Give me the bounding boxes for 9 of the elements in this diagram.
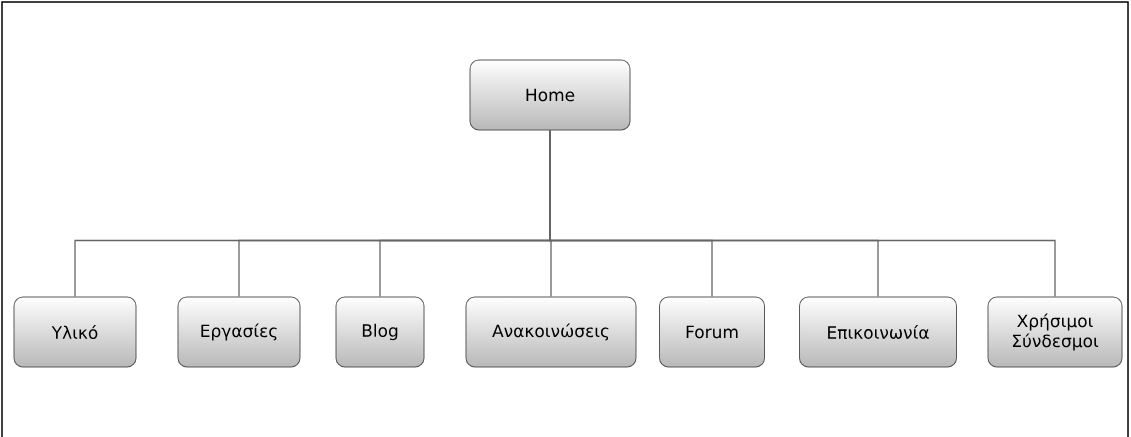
page-box: Επικοινωνία (799, 296, 957, 368)
page-box: Χρήσιμοι Σύνδεσμοι (987, 296, 1123, 368)
page-box: Υλικό (13, 296, 137, 368)
page-box: Forum (659, 296, 765, 368)
page-box: Home (469, 59, 631, 131)
page-box: Blog (335, 296, 425, 368)
page-box: Ανακοινώσεις (465, 296, 637, 368)
connector (549, 129, 1056, 298)
page-box: Εργασίες (177, 296, 301, 368)
